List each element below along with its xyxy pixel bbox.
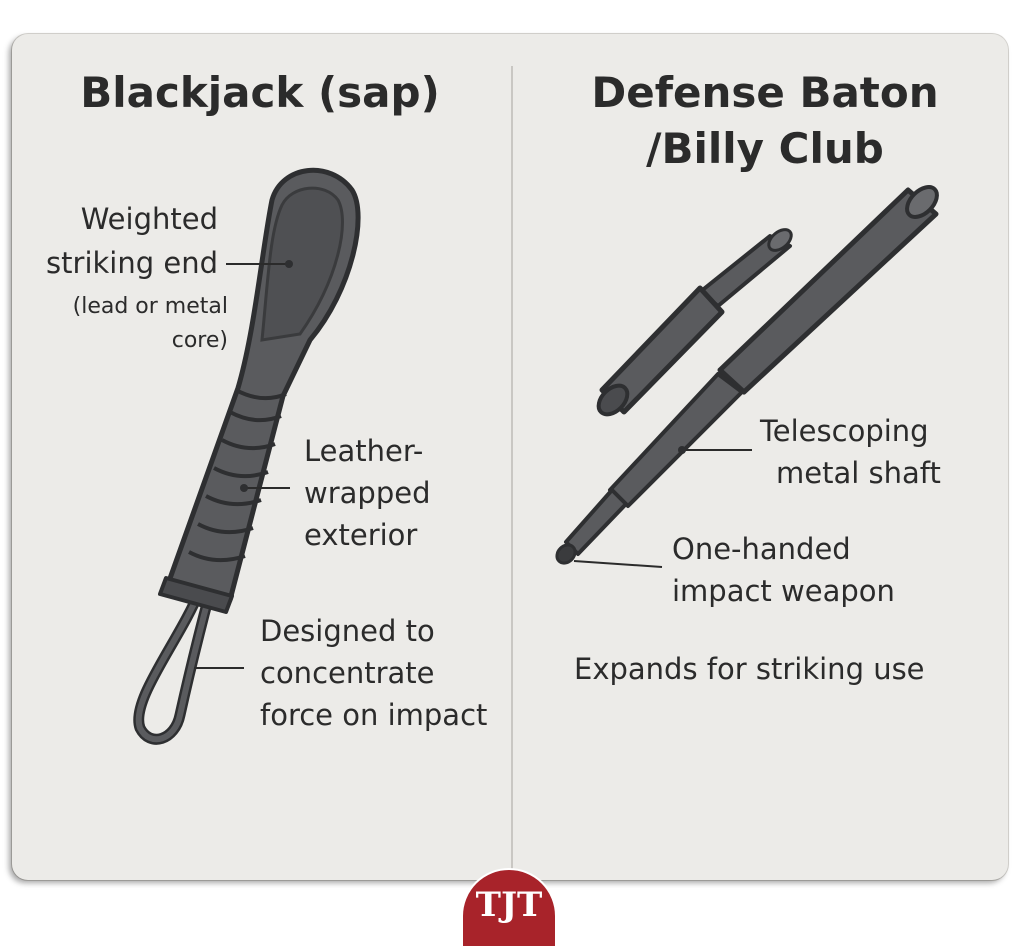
label-core-line-1: (lead or metal [72, 294, 228, 319]
label-leather-line-2: wrapped [304, 476, 431, 510]
tjt-logo: TJT [461, 868, 557, 948]
baton-illustration [555, 185, 939, 568]
baton-title-line-2: /Billy Club [646, 124, 884, 173]
label-leather-line-3: exterior [304, 518, 418, 552]
label-onehanded-line-1: One-handed [672, 532, 851, 566]
label-designed-line-2: concentrate [260, 656, 435, 690]
label-core-line-2: core) [171, 328, 228, 353]
infographic-card [12, 34, 1008, 880]
label-onehanded-line-2: impact weapon [672, 574, 895, 608]
label-designed-line-3: force on impact [260, 698, 488, 732]
label-weighted-line-1: Weighted [80, 202, 218, 236]
blackjack-illustration [133, 167, 361, 745]
baton-title-line-1: Defense Baton [591, 68, 939, 117]
label-expands: Expands for striking use [574, 652, 925, 686]
label-weighted-line-2: striking end [46, 246, 218, 280]
label-leather-line-1: Leather- [304, 434, 424, 468]
blackjack-title: Blackjack (sap) [80, 68, 440, 117]
panel-divider [511, 66, 513, 874]
label-telescoping-line-2: metal shaft [776, 456, 941, 490]
label-telescoping-line-1: Telescoping [760, 414, 929, 448]
label-designed-line-1: Designed to [260, 614, 435, 648]
